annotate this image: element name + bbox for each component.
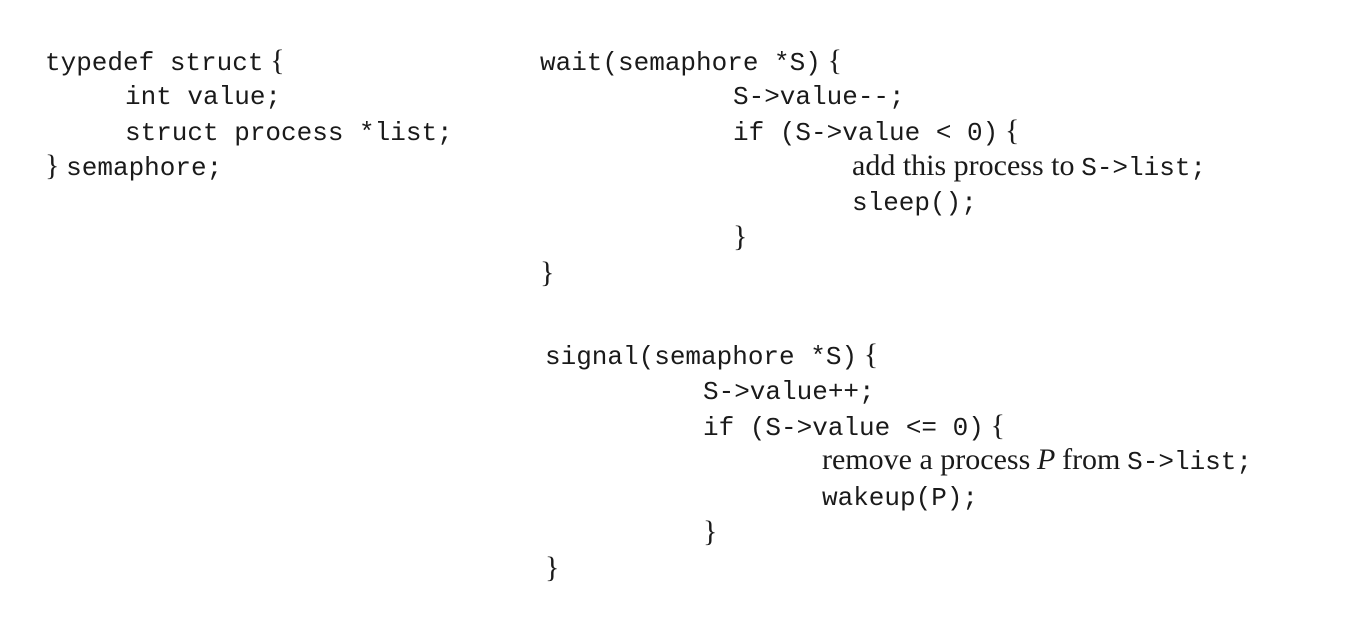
struct-line-1: typedef struct { bbox=[45, 44, 285, 78]
struct-line-3: struct process *list; bbox=[125, 118, 453, 148]
wait-line-5: sleep(); bbox=[852, 188, 977, 218]
signal-line-3: if (S->value <= 0) { bbox=[703, 409, 1006, 443]
signal-line-4: remove a process P from S->list; bbox=[822, 443, 1252, 477]
wait-line-1: wait(semaphore *S) { bbox=[540, 44, 843, 78]
signal-line-2: S->value++; bbox=[703, 377, 875, 407]
signal-line-7: } bbox=[545, 551, 560, 584]
signal-line-6: } bbox=[703, 515, 718, 548]
signal-line-1: signal(semaphore *S) { bbox=[545, 338, 879, 372]
wait-line-4: add this process to S->list; bbox=[852, 149, 1207, 183]
wait-line-7: } bbox=[540, 256, 555, 289]
wait-line-3: if (S->value < 0) { bbox=[733, 114, 1020, 148]
struct-line-2: int value; bbox=[125, 82, 282, 112]
wait-line-2: S->value--; bbox=[733, 82, 905, 112]
wait-line-6: } bbox=[733, 220, 748, 253]
signal-line-5: wakeup(P); bbox=[822, 483, 979, 513]
struct-line-4: } semaphore; bbox=[45, 149, 223, 183]
